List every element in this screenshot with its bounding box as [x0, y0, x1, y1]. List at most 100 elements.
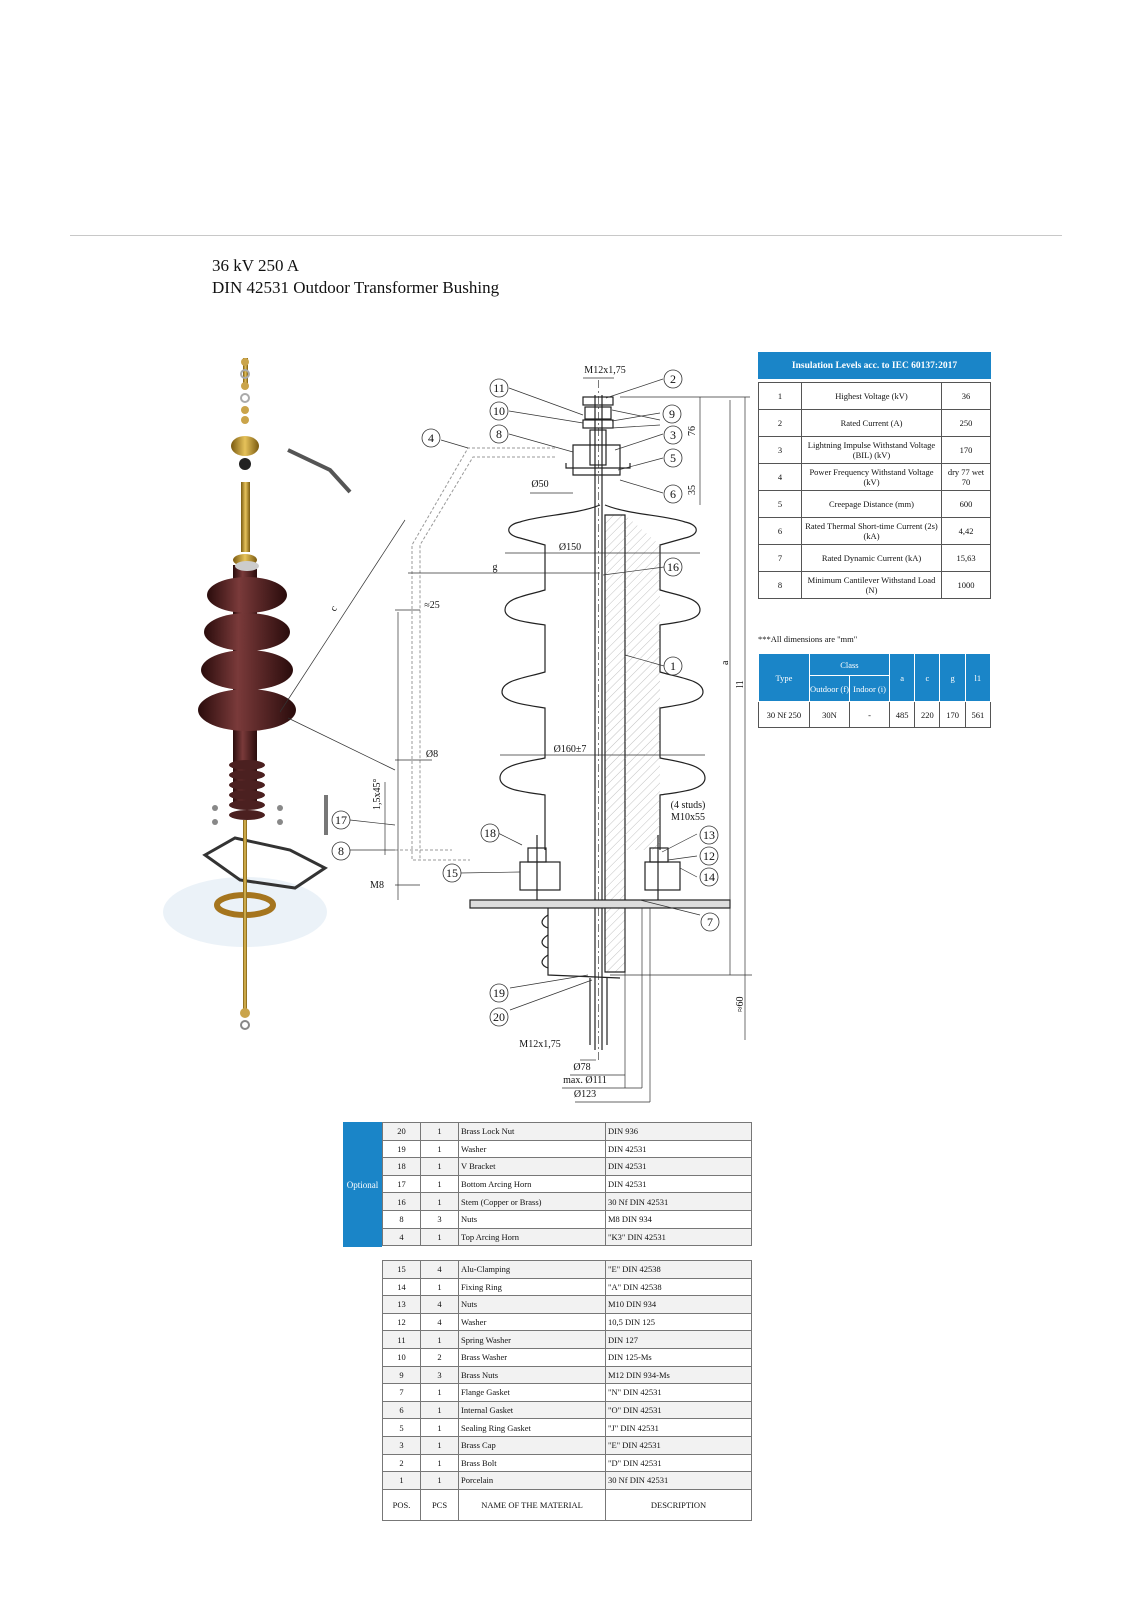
svg-text:12: 12 — [703, 849, 715, 863]
balloon-15: 15 — [442, 863, 462, 883]
header-rule — [70, 235, 1062, 236]
dim-d123: Ø123 — [574, 1089, 596, 1100]
balloon-2: 2 — [663, 369, 683, 389]
dim-d8: Ø8 — [426, 749, 438, 760]
header-pcs: PCS — [420, 1488, 459, 1521]
dim-35: 35 — [687, 485, 698, 495]
header-l1: l1 — [964, 653, 992, 702]
svg-text:1: 1 — [670, 659, 676, 673]
svg-text:11: 11 — [493, 381, 505, 395]
dimension-lines — [279, 377, 752, 1103]
balloon-8a: 8 — [489, 424, 509, 444]
header-name: NAME OF THE MATERIAL — [458, 1488, 606, 1521]
svg-text:2: 2 — [670, 372, 676, 386]
dim-a: a — [720, 660, 731, 665]
balloon-1: 1 — [663, 656, 683, 676]
position-balloons: 11 10 8 4 2 9 3 5 6 16 1 13 12 14 7 18 1… — [331, 369, 720, 1027]
balloon-18: 18 — [480, 823, 500, 843]
header-a: a — [888, 653, 916, 702]
svg-text:14: 14 — [703, 870, 715, 884]
svg-text:3: 3 — [670, 428, 676, 442]
header-c: c — [914, 653, 941, 702]
svg-text:6: 6 — [670, 487, 676, 501]
arcing-horn-outline — [395, 447, 555, 861]
dim-studs-line1: (4 studs) — [671, 800, 706, 811]
balloon-6: 6 — [663, 484, 683, 504]
dim-dmax111: max. Ø111 — [563, 1075, 607, 1086]
dim-d160: Ø160±7 — [554, 744, 587, 755]
svg-text:4: 4 — [428, 431, 434, 445]
balloon-5: 5 — [663, 448, 683, 468]
svg-text:9: 9 — [669, 407, 675, 421]
balloon-19: 19 — [489, 983, 509, 1003]
balloon-7: 7 — [700, 912, 720, 932]
header-pos: POS. — [382, 1488, 421, 1521]
dimensions-note: ***All dimensions are "mm" — [758, 634, 858, 644]
svg-text:17: 17 — [335, 813, 347, 827]
svg-text:8: 8 — [496, 427, 502, 441]
dim-d150: Ø150 — [559, 542, 581, 553]
header-type: Type — [758, 653, 810, 702]
svg-text:18: 18 — [484, 826, 496, 840]
svg-text:13: 13 — [703, 828, 715, 842]
balloon-12: 12 — [699, 846, 719, 866]
exploded-view-image — [163, 358, 352, 1030]
svg-text:16: 16 — [667, 560, 679, 574]
balloon-3: 3 — [663, 425, 683, 445]
dim-76: 76 — [687, 426, 698, 436]
class-table: Type Class a c g l1 Outdoor (f) Indoor (… — [758, 653, 992, 728]
dim-approx60: ≈60 — [735, 997, 746, 1013]
balloon-11: 11 — [489, 378, 509, 398]
insulation-table: Insulation Levels acc. to IEC 60137:2017… — [758, 352, 991, 599]
dim-d50: Ø50 — [531, 479, 548, 490]
header-g: g — [939, 653, 966, 702]
page-title: 36 kV 250 A DIN 42531 Outdoor Transforme… — [212, 255, 499, 299]
dim-c: c — [328, 604, 340, 614]
balloon-9: 9 — [662, 404, 682, 424]
dim-thread-bottom: M12x1,75 — [519, 1039, 560, 1050]
leader-lines — [349, 378, 701, 1011]
dim-m8: M8 — [370, 880, 384, 891]
balloon-13: 13 — [699, 825, 719, 845]
balloon-10: 10 — [489, 401, 509, 421]
parts-table-header: POS. PCS NAME OF THE MATERIAL DESCRIPTIO… — [382, 1488, 752, 1521]
bushing-section — [469, 380, 731, 1060]
balloon-4: 4 — [421, 428, 441, 448]
header-class: Class — [808, 653, 891, 676]
balloon-17: 17 — [331, 810, 351, 830]
balloon-14: 14 — [699, 867, 719, 887]
svg-text:20: 20 — [493, 1010, 505, 1024]
title-line-2: DIN 42531 Outdoor Transformer Bushing — [212, 278, 500, 297]
dim-studs-line2: M10x55 — [671, 812, 705, 823]
header-desc: DESCRIPTION — [605, 1488, 752, 1521]
header-outdoor: Outdoor (f) — [808, 675, 851, 702]
title-line-1: 36 kV 250 A — [212, 256, 300, 275]
dim-d78: Ø78 — [573, 1062, 590, 1073]
